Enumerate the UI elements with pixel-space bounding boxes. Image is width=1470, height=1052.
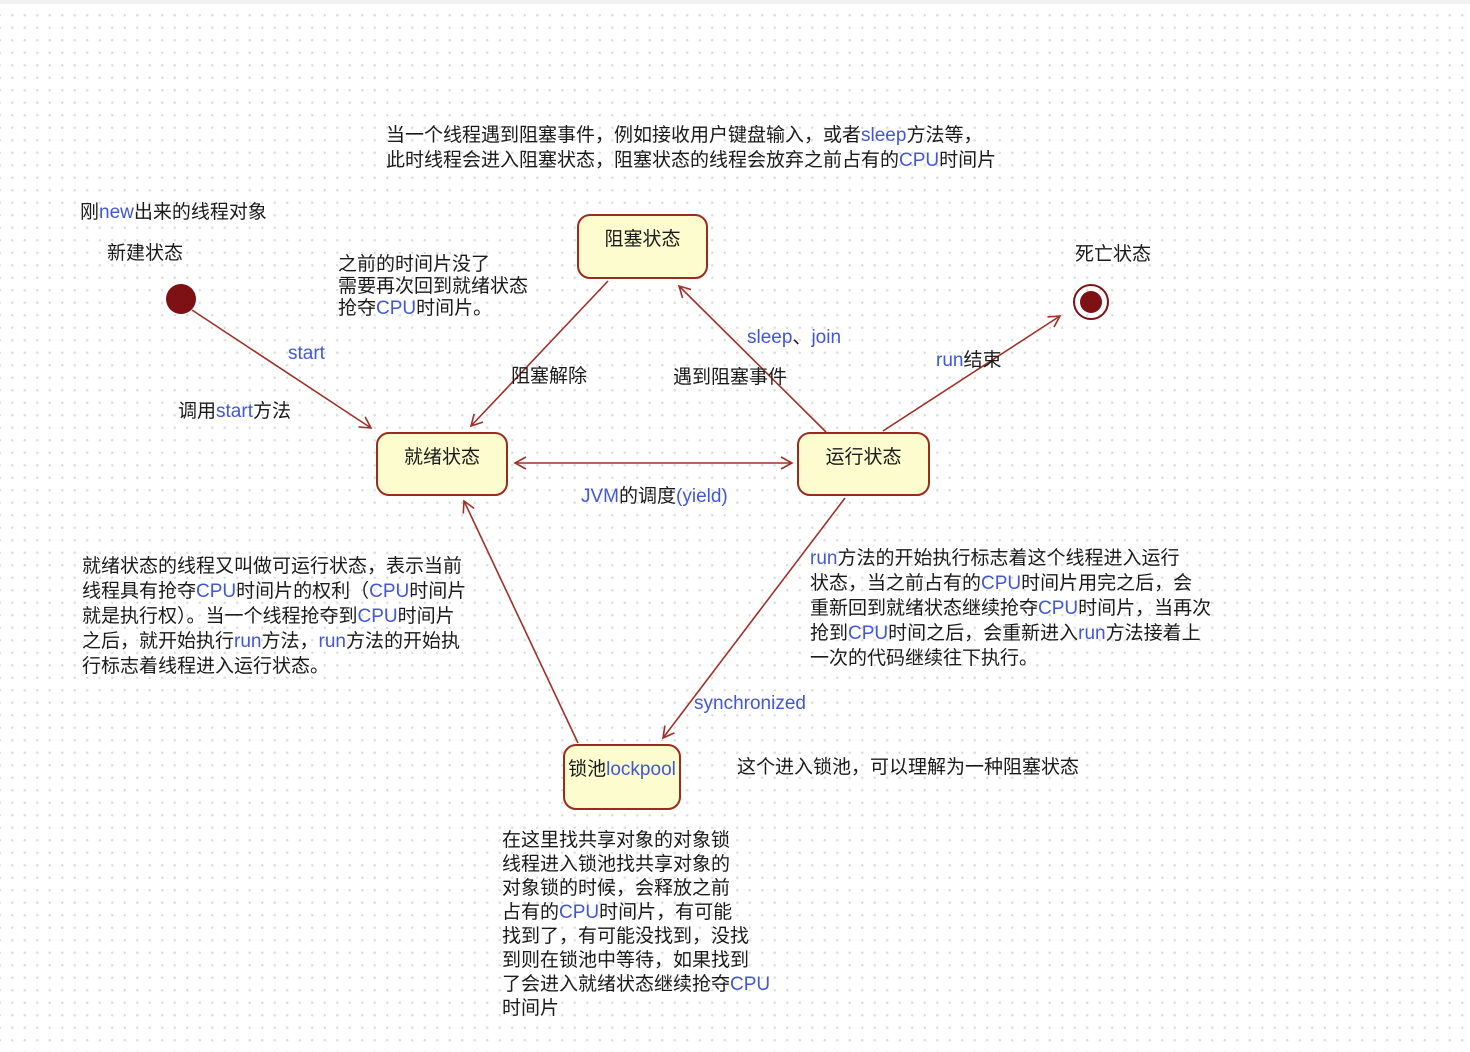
state-node-running[interactable]: 运行状态 — [797, 432, 930, 496]
edge-label-call-start: 调用start方法 — [178, 401, 291, 422]
state-title-blocked: 阻塞状态 — [604, 229, 681, 250]
edge-label-unblock: 阻塞解除 — [511, 366, 588, 387]
edge-synchronized[interactable] — [661, 497, 846, 740]
edge-label-jvm-yield: JVM的调度(yield) — [581, 486, 728, 507]
annotation-blocked-note: 当一个线程遇到阻塞事件，例如接收用户键盘输入，或者sleep方法等，此时线程会进… — [386, 125, 997, 171]
initial-state-label: 新建状态 — [107, 243, 184, 264]
top-strip — [0, 0, 1470, 4]
annotation-lockpool-inline-note: 这个进入锁池，可以理解为一种阻塞状态 — [737, 757, 1080, 778]
initial-state[interactable] — [166, 284, 196, 314]
state-title-running: 运行状态 — [825, 447, 902, 468]
edge-unblock[interactable] — [469, 280, 609, 428]
edge-meet-block[interactable] — [677, 284, 827, 433]
edge-label-run-end: run结束 — [936, 350, 1002, 371]
annotation-lockpool-note: 在这里找共享对象的对象锁线程进入锁池找共享对象的对象锁的时候，会释放之前占有的C… — [502, 830, 771, 1019]
edge-label-start: start — [288, 343, 325, 364]
final-state-core — [1080, 291, 1102, 313]
edge-run-end[interactable] — [882, 315, 1062, 432]
state-node-blocked[interactable]: 阻塞状态 — [577, 214, 708, 279]
annotation-ready-note: 就绪状态的线程又叫做可运行状态，表示当前线程具有抢夺CPU时间片的权利（CPU时… — [82, 556, 467, 677]
final-state[interactable] — [1073, 284, 1109, 320]
annotation-timeslice-note: 之前的时间片没了需要再次回到就绪状态抢夺CPU时间片。 — [338, 254, 529, 319]
edge-label-sleep-join: sleep、join — [747, 327, 842, 348]
state-node-ready[interactable]: 就绪状态 — [376, 432, 508, 496]
state-title-lockpool: 锁池lockpool — [568, 759, 676, 780]
state-node-lockpool[interactable]: 锁池lockpool — [563, 744, 681, 810]
final-state-label: 死亡状态 — [1075, 244, 1152, 265]
edge-label-synchronized: synchronized — [694, 693, 806, 714]
annotation-running-note: run方法的开始执行标志着这个线程进入运行状态，当之前占有的CPU时间片用完之后… — [810, 548, 1212, 669]
edge-label-meet-block: 遇到阻塞事件 — [673, 367, 788, 388]
state-title-ready: 就绪状态 — [403, 447, 480, 468]
edge-pool-to-ready[interactable] — [462, 499, 579, 744]
edge-start[interactable] — [191, 309, 373, 429]
annotation-new-object: 刚new出来的线程对象 — [80, 202, 267, 223]
